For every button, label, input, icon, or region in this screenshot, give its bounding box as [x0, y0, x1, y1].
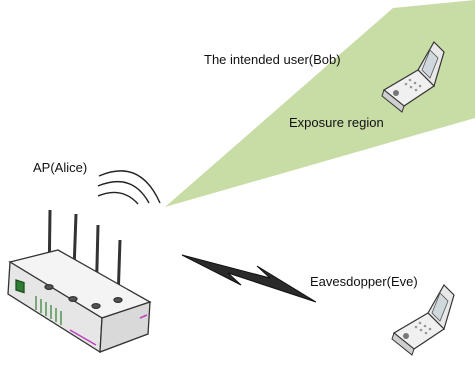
eve-label: Eavesdopper(Eve) [310, 274, 418, 289]
exposure-region-wedge [165, 0, 475, 207]
lightning-bolt-icon [181, 254, 317, 303]
exposure-region-label: Exposure region [289, 115, 384, 130]
bob-label: The intended user(Bob) [204, 52, 341, 67]
wifi-waves-icon [97, 170, 161, 205]
bob-flip-phone-icon [381, 41, 445, 113]
alice-label: AP(Alice) [33, 160, 88, 175]
wireless-router-icon [7, 209, 152, 354]
eve-flip-phone-icon [391, 284, 455, 356]
